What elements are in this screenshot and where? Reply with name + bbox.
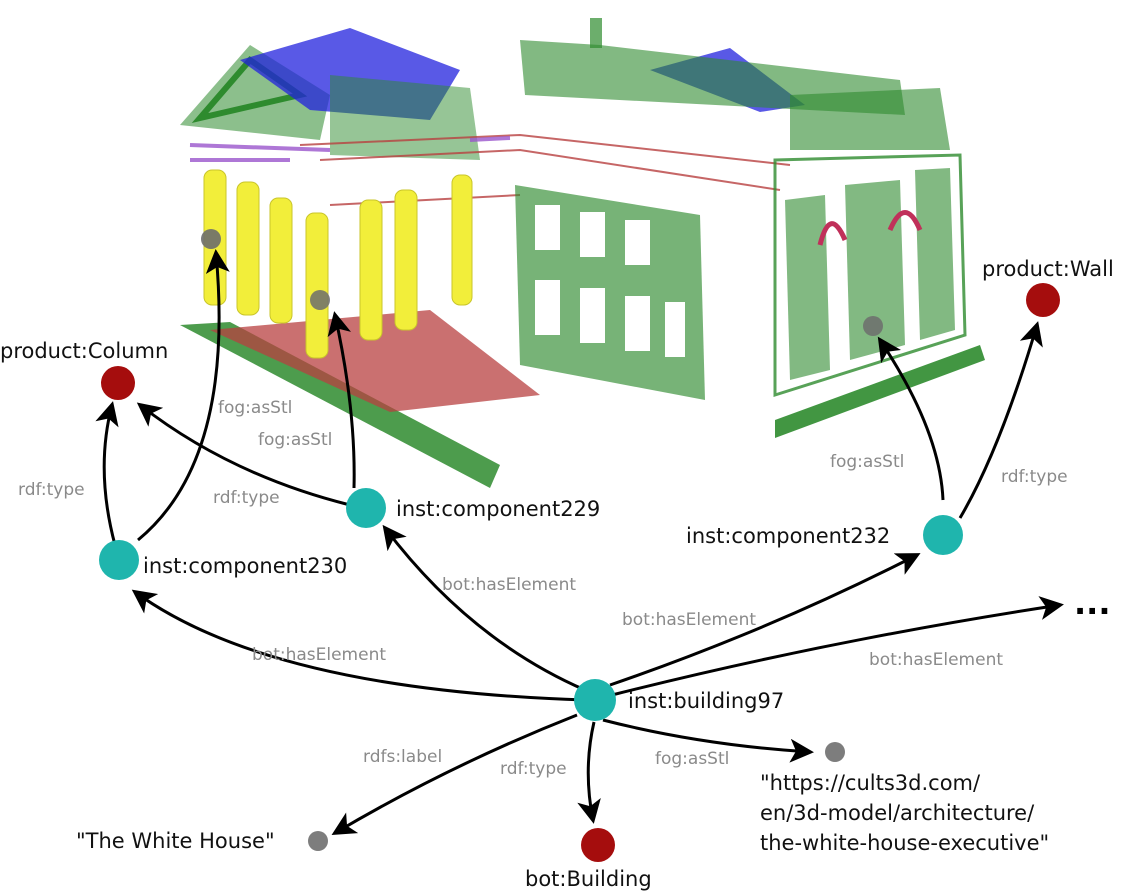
node-component232[interactable] [923, 515, 963, 555]
node-labels: inst:building97 inst:component229 inst:c… [0, 257, 1114, 891]
label-product-column: product:Column [0, 339, 168, 363]
edge-label-rdfs-label: rdfs:label [363, 747, 442, 767]
label-building97: inst:building97 [628, 689, 784, 713]
label-url-line3: the-white-house-executive" [760, 831, 1049, 855]
edge-component229-to-stl [327, 311, 356, 489]
label-component229: inst:component229 [396, 497, 600, 521]
edge-component229-to-column [136, 402, 351, 507]
edge-label-has-element-230: bot:hasElement [252, 645, 386, 665]
label-the-white-house: "The White House" [76, 829, 275, 853]
label-component232: inst:component232 [686, 524, 890, 548]
graph-edges [95, 249, 1064, 836]
edge-label-has-element-229: bot:hasElement [442, 575, 576, 595]
node-bot-building[interactable] [581, 828, 615, 862]
graph-nodes [99, 283, 1060, 862]
edge-building-to-url [602, 718, 814, 763]
node-building97[interactable] [574, 679, 616, 721]
edge-label-stl-229: fog:asStl [258, 430, 332, 450]
label-url-line2: en/3d-model/architecture/ [760, 801, 1035, 825]
edge-building-to-bot-building [577, 721, 601, 824]
edge-component232-to-wall [958, 321, 1043, 519]
edge-label-has-element-more: bot:hasElement [869, 650, 1003, 670]
edge-building-to-component229 [382, 524, 586, 692]
label-product-wall: product:Wall [982, 257, 1114, 281]
label-bot-building: bot:Building [525, 867, 652, 891]
edge-component230-to-stl [137, 249, 230, 542]
more-ellipsis: ... [1074, 584, 1110, 622]
edge-building-to-more [611, 596, 1064, 697]
label-component230: inst:component230 [143, 554, 347, 578]
edge-component230-to-column [95, 401, 119, 546]
node-product-column[interactable] [101, 366, 135, 400]
building-3d-model-illustration [180, 18, 985, 488]
edge-label-has-element-232: bot:hasElement [622, 610, 756, 630]
node-component230[interactable] [99, 540, 139, 580]
node-label-literal[interactable] [308, 831, 328, 851]
edge-labels: bot:hasElement bot:hasElement bot:hasEle… [18, 398, 1068, 779]
edge-component232-to-stl [877, 336, 945, 501]
node-component229[interactable] [346, 488, 386, 528]
edge-label-stl-232: fog:asStl [830, 452, 904, 472]
edge-label-type-232: rdf:type [1001, 467, 1068, 487]
edge-label-stl-230: fog:asStl [218, 398, 292, 418]
edge-building-to-component230 [131, 589, 586, 702]
edge-label-stl-building: fog:asStl [655, 749, 729, 769]
edge-building-to-component232 [609, 553, 921, 687]
edge-label-type-230: rdf:type [18, 480, 85, 500]
node-product-wall[interactable] [1026, 283, 1060, 317]
node-url-literal[interactable] [825, 742, 845, 762]
label-url-line1: "https://cults3d.com/ [760, 771, 981, 795]
edge-label-type-229: rdf:type [213, 488, 280, 508]
edge-building-to-label [331, 713, 578, 836]
edge-label-type-building: rdf:type [500, 759, 567, 779]
